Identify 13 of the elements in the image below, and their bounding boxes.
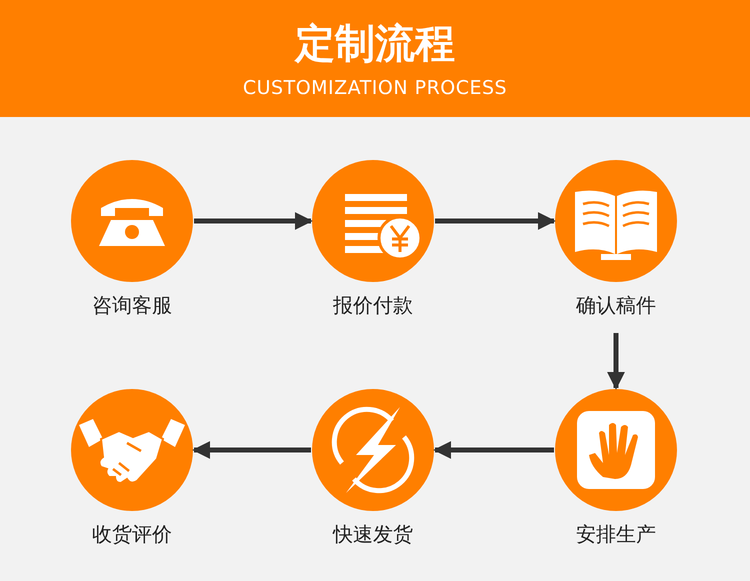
step-label: 快速发货 bbox=[332, 521, 414, 548]
title: 定制流程 bbox=[293, 20, 456, 69]
arrow bbox=[435, 212, 556, 230]
step-label: 安排生产 bbox=[575, 521, 657, 548]
step-label: 咨询客服 bbox=[91, 292, 173, 319]
step-label: 确认稿件 bbox=[575, 292, 657, 319]
subtitle: CUSTOMIZATION PROCESS bbox=[242, 76, 508, 100]
arrow bbox=[192, 441, 311, 459]
step-label: 收货评价 bbox=[91, 521, 173, 548]
arrow bbox=[433, 441, 554, 459]
arrow bbox=[607, 333, 625, 390]
arrow bbox=[194, 212, 313, 230]
step-label: 报价付款 bbox=[332, 292, 414, 319]
